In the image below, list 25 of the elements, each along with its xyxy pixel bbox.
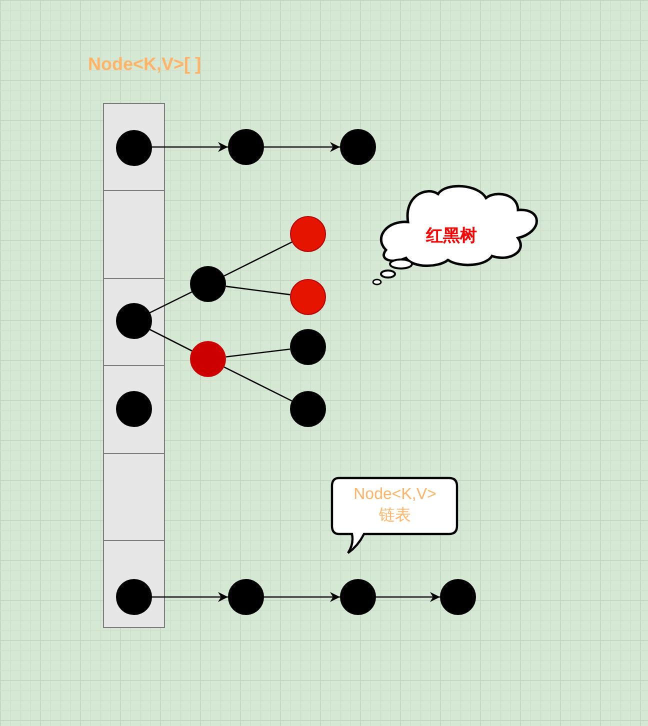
connector-line <box>148 291 192 314</box>
array-title: Node<K,V>[ ] <box>88 54 202 75</box>
arrow <box>264 142 340 152</box>
connector-line <box>148 328 192 352</box>
arrow <box>151 592 228 602</box>
speech-bubble <box>330 476 460 556</box>
array-cell <box>103 366 165 454</box>
array-cell <box>103 191 165 279</box>
connector-line <box>226 286 290 296</box>
connector-line <box>224 241 292 277</box>
bubble-text: Node<K,V> 链表 <box>352 485 438 526</box>
arrow <box>264 592 340 602</box>
arrow <box>376 592 440 602</box>
node-circle <box>116 303 152 339</box>
array-cell <box>103 103 165 191</box>
connector-line <box>226 348 290 358</box>
array-cell <box>103 279 165 366</box>
node-circle <box>116 579 152 615</box>
connector-line <box>224 366 292 402</box>
node-circle <box>116 130 152 166</box>
node-circle <box>116 391 152 427</box>
cloud-text: 红黑树 <box>426 225 477 247</box>
array-cell <box>103 454 165 541</box>
arrow <box>151 142 228 152</box>
array-cell <box>103 541 165 628</box>
